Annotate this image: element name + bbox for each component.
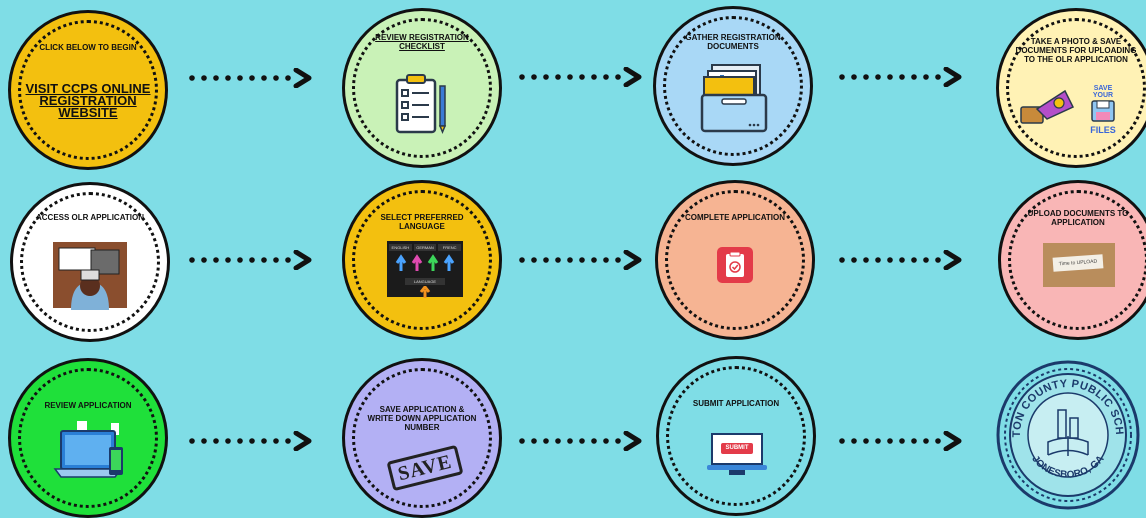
person-at-laptop-icon <box>53 242 127 310</box>
step-9-title: REVIEW APPLICATION <box>44 401 132 410</box>
sticker-top-text: SAVE YOUR <box>1092 85 1114 99</box>
step-3-title: GATHER REGISTRATION DOCUMENTS <box>685 33 781 51</box>
german-key: GERMAN <box>413 244 437 251</box>
step-10-save-application: SAVE APPLICATION & WRITE DOWN APPLICATIO… <box>342 358 502 518</box>
arrow-6-7 <box>519 250 642 270</box>
step-8-upload-documents: UPLOAD DOCUMENTS TO APPLICATION Time to … <box>998 180 1146 340</box>
step-2-title: REVIEW REGISTRATION CHECKLIST <box>375 33 469 51</box>
step-11-submit-application: SUBMIT APPLICATION SUBMIT <box>656 356 816 516</box>
save-stamp: SAVE <box>386 444 464 492</box>
french-key: FRENC <box>438 244 462 251</box>
step-6-select-language: SELECT PREFERRED LANGUAGE ENGLISH GERMAN… <box>342 180 502 340</box>
arrow-11-12 <box>839 431 962 451</box>
time-to-upload-note: Time to UPLOAD <box>1052 254 1104 272</box>
language-keyboard-image: ENGLISH GERMAN FRENC LANGUAGE <box>387 241 463 298</box>
floppy-disk-icon <box>1091 100 1115 122</box>
save-your-files-sticker: SAVE YOUR FILES <box>1083 85 1123 135</box>
step-1-title: CLICK BELOW TO BEGIN <box>39 43 137 52</box>
submit-button-graphic: SUBMIT <box>721 443 753 454</box>
document-folder-icon <box>700 64 768 133</box>
step-4-take-photo-save: TAKE A PHOTO & SAVE DOCUMENTS FOR UPLOAD… <box>996 8 1146 168</box>
camera-icon <box>1020 89 1075 124</box>
step-7-complete-application: COMPLETE APPLICATION <box>655 180 815 340</box>
language-key: LANGUAGE <box>405 278 445 285</box>
arrow-5-6 <box>189 250 312 270</box>
clipboard-check-icon <box>717 247 753 283</box>
clayton-county-seal-icon: CLAYTON COUNTY PUBLIC SCHOOLS JONESBORO,… <box>991 351 1140 510</box>
arrow-3-4 <box>839 67 962 87</box>
arrow-1-2 <box>189 68 312 88</box>
orange-arrow-icon <box>419 284 431 298</box>
step-2-review-checklist: REVIEW REGISTRATION CHECKLIST <box>342 8 502 168</box>
step-9-review-application: REVIEW APPLICATION <box>8 358 168 518</box>
step-4-title: TAKE A PHOTO & SAVE DOCUMENTS FOR UPLOAD… <box>1015 37 1137 64</box>
upload-note-image: Time to UPLOAD <box>1043 243 1115 287</box>
arrow-9-10 <box>189 431 312 451</box>
ccps-online-registration-link[interactable]: VISIT CCPS ONLINE REGISTRATION WEBSITE <box>25 81 151 120</box>
monitor-submit-icon: SUBMIT <box>707 433 767 477</box>
step-8-title: UPLOAD DOCUMENTS TO APPLICATION <box>1027 209 1129 227</box>
step-5-title: ACCESS OLR APPLICATION <box>35 213 144 222</box>
step-1-visit-website[interactable]: CLICK BELOW TO BEGIN VISIT CCPS ONLINE R… <box>8 10 168 170</box>
arrow-10-11 <box>519 431 642 451</box>
arrow-7-8 <box>839 250 962 270</box>
save-stamp-text: SAVE <box>395 450 455 486</box>
step-10-title: SAVE APPLICATION & WRITE DOWN APPLICATIO… <box>367 405 477 432</box>
english-key: ENGLISH <box>389 244 412 251</box>
sticker-bottom-text: FILES <box>1090 125 1116 135</box>
step-5-access-olr: ACCESS OLR APPLICATION <box>10 182 170 342</box>
step-7-title: COMPLETE APPLICATION <box>685 213 785 222</box>
step-6-title: SELECT PREFERRED LANGUAGE <box>380 213 464 231</box>
step-3-gather-documents: GATHER REGISTRATION DOCUMENTS <box>653 6 813 166</box>
step-11-title: SUBMIT APPLICATION <box>692 399 780 408</box>
clipboard-checklist-icon <box>395 74 447 134</box>
ccps-seal: CLAYTON COUNTY PUBLIC SCHOOLS JONESBORO,… <box>991 351 1140 510</box>
arrow-2-3 <box>519 67 642 87</box>
laptop-phone-icon <box>53 421 123 478</box>
colored-arrows-icon <box>395 254 455 271</box>
